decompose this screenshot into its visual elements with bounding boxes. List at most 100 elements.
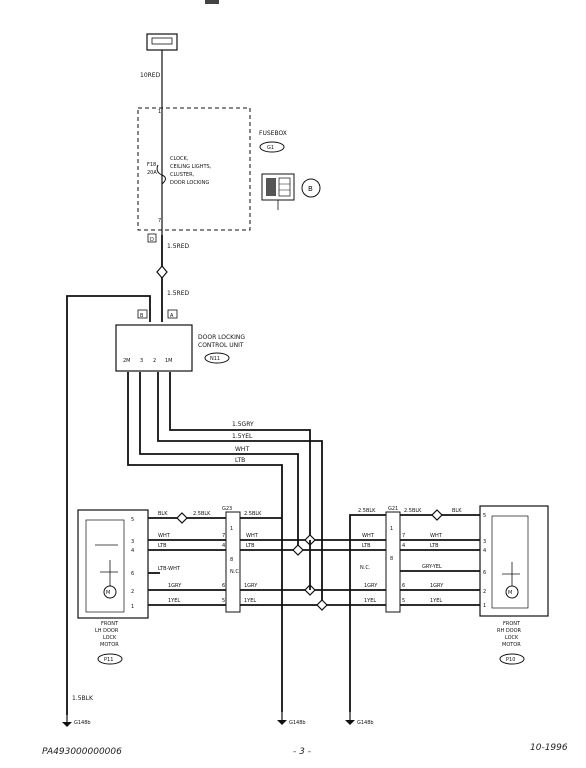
svg-text:M: M: [106, 590, 110, 596]
rh-row7-left: 1GRY: [364, 583, 378, 589]
rh-row1-mid: 2.5BLK: [404, 508, 422, 514]
battery-wire-label: 10RED: [140, 72, 161, 79]
fusebox-pin-bottom: 7: [158, 218, 161, 224]
lh-pin-2: 2: [131, 589, 134, 595]
lh-pin-6: 6: [131, 571, 134, 577]
top-crop-mark: [205, 0, 219, 4]
rh-pin-6: 6: [483, 570, 486, 576]
lh-row3-right: WHT: [246, 533, 259, 539]
lh-row8-right: 1YEL: [244, 598, 256, 604]
fuse-desc-2: CEILING LIGHTS,: [170, 164, 212, 170]
rh-connector-label: G21: [388, 506, 398, 512]
lh-row1-right: 2.5BLK: [244, 511, 262, 517]
unit-title-2: CONTROL UNIT: [198, 342, 244, 349]
rh-conn-4: 4: [402, 543, 405, 549]
lh-splice-diamond: [176, 512, 188, 524]
lh-conn-6: 6: [222, 583, 225, 589]
lh-connector-g23: [225, 511, 241, 613]
rh-id: P10: [506, 657, 515, 663]
rh-row8-left: 1YEL: [364, 598, 376, 604]
lh-row7-right: 1GRY: [244, 583, 258, 589]
fuse-name: F18: [147, 162, 156, 168]
unit-title-1: DOOR LOCKING: [198, 334, 245, 341]
rh-row3-right: WHT: [430, 533, 443, 539]
lh-row6-right: N.C.: [230, 569, 241, 575]
rh-row4-left: LTB: [362, 543, 371, 549]
lh-conn-7: 7: [222, 533, 225, 539]
ground-symbol-left: [62, 715, 72, 727]
fusebox-title: FUSEBOX: [259, 130, 287, 137]
ground-label-left: G148b: [74, 720, 91, 726]
lh-row1-left: BLK: [158, 511, 168, 517]
rh-row4-right: LTB: [430, 543, 439, 549]
lh-row7-left: 1GRY: [168, 583, 182, 589]
rh-row3-left: WHT: [362, 533, 375, 539]
connector-b-label: B: [140, 313, 144, 319]
unit-id: N11: [210, 356, 220, 362]
lh-conn-4: 4: [222, 543, 225, 549]
footer-code: PA493000000006: [42, 747, 122, 757]
svg-text:M: M: [508, 590, 512, 596]
splice-yel: [316, 599, 328, 611]
connector-a-box: [167, 309, 178, 319]
lh-row6-left: LTB-WHT: [158, 566, 181, 572]
lh-row4-left: LTB: [158, 543, 167, 549]
rh-title-4: MOTOR: [502, 642, 521, 648]
rh-row6-right: GRY-YEL: [422, 564, 442, 570]
bus-wires: [127, 372, 323, 712]
lh-row3-left: WHT: [158, 533, 171, 539]
rh-conn-8: 8: [390, 556, 393, 562]
lh-pin-1: 1: [131, 604, 134, 610]
ground-symbol-right: [345, 712, 355, 725]
lh-conn-5: 5: [222, 598, 225, 604]
bus-label-wht: WHT: [235, 446, 249, 453]
rh-conn-7: 7: [402, 533, 405, 539]
rh-title-2: RH DOOR: [497, 628, 522, 634]
lh-conn-8: 8: [230, 557, 233, 563]
unit-pin-3: 3: [140, 358, 143, 364]
ground-label-right: G148b: [357, 720, 374, 726]
fusebox-icon: [261, 173, 321, 210]
ground-symbol-center: [277, 712, 287, 725]
fusebox-id: G1: [267, 145, 274, 151]
connector-b-box: [137, 309, 148, 319]
battery-symbol: [146, 33, 178, 105]
rh-pin-4: 4: [483, 548, 486, 554]
fuse-desc-1: CLOCK,: [170, 156, 189, 162]
wire-label-2: 1.5RED: [167, 290, 190, 297]
fuse-desc-4: DOOR LOCKING: [170, 180, 209, 186]
unit-pin-2m: 2M: [123, 358, 131, 364]
bus-label-yel: 1.5YEL: [232, 433, 253, 440]
center-bus: [240, 539, 386, 606]
rh-conn-6: 6: [402, 583, 405, 589]
splice-diamond-top: [156, 265, 168, 279]
bus-label-ltb: LTB: [235, 457, 245, 464]
lh-title-2: LH DOOR: [95, 628, 119, 634]
rh-connector-g21: [385, 511, 401, 613]
rh-id-oval: [499, 653, 525, 665]
rh-pin-1: 1: [483, 603, 486, 609]
lh-row1-mid: 2.5BLK: [193, 511, 211, 517]
footer-date: 10-1996: [530, 743, 568, 753]
fusebox-pin-top: 1: [158, 109, 161, 115]
control-unit-box: [115, 324, 193, 372]
rh-title-1: FRONT: [503, 621, 521, 627]
rh-row1-right: BLK: [452, 508, 462, 514]
fusebox-box: [137, 105, 251, 235]
lh-wires: [148, 517, 282, 606]
connector-d-box: [147, 233, 157, 243]
rh-splice-diamond: [431, 509, 443, 521]
unit-id-oval: [204, 352, 230, 364]
lh-connector-label: G23: [222, 506, 232, 512]
splice-ltb: [292, 544, 304, 556]
lh-pin-3: 3: [131, 539, 134, 545]
rh-row8-right: 1YEL: [430, 598, 442, 604]
connector-a-label: A: [170, 313, 174, 319]
connector-d-label: D: [150, 237, 154, 243]
fuse-desc-3: CLUSTER,: [170, 172, 195, 178]
unit-pin-1m: 1M: [165, 358, 173, 364]
lh-id-oval: [97, 653, 123, 665]
rh-pin-3: 3: [483, 539, 486, 545]
rh-conn-1: 1: [390, 526, 393, 532]
fusebox-id-oval: [259, 141, 285, 153]
